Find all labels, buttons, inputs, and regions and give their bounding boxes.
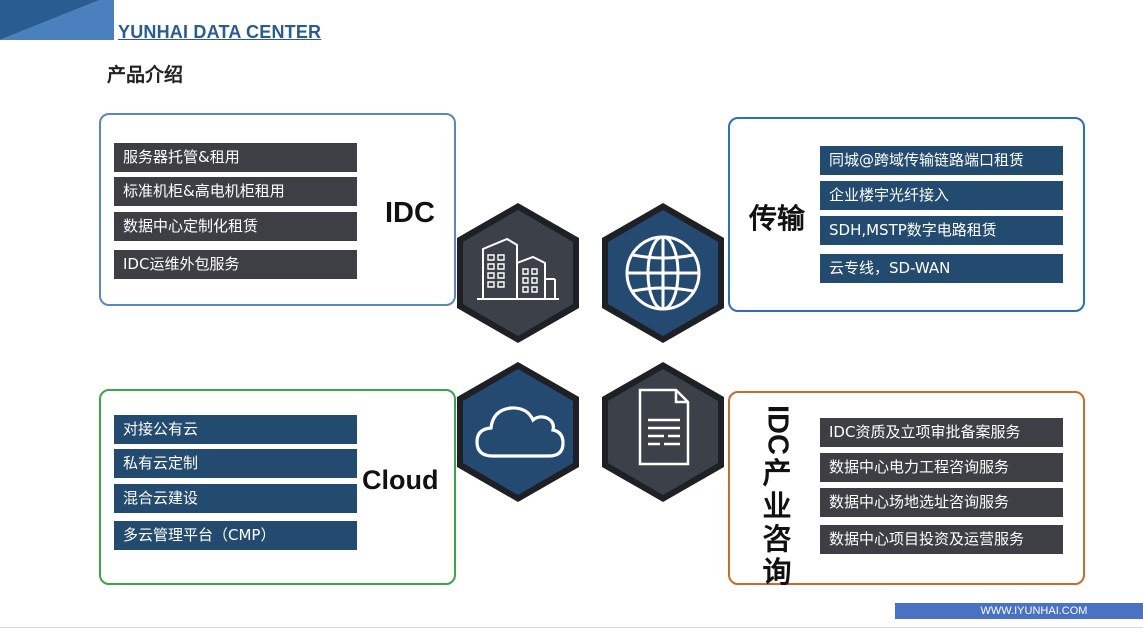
idc-item: 服务器托管&租用: [114, 143, 357, 172]
cloud-item: 对接公有云: [114, 415, 357, 444]
consulting-label-char: 产: [762, 455, 792, 490]
cloud-item: 多云管理平台（CMP）: [114, 521, 357, 550]
transport-item: 云专线，SD-WAN: [820, 254, 1063, 283]
consulting-label-char: 询: [762, 554, 792, 589]
consulting-item: IDC资质及立项审批备案服务: [820, 418, 1063, 447]
transport-item: 企业楼宇光纤接入: [820, 181, 1063, 210]
transport-label: 传输: [749, 203, 806, 234]
consulting-label-char: 业: [762, 488, 792, 523]
corner-decoration: [0, 0, 114, 40]
brand-title: YUNHAI DATA CENTER: [118, 22, 322, 42]
consulting-label-char: 咨: [762, 521, 792, 556]
consulting-item: 数据中心电力工程咨询服务: [820, 453, 1063, 482]
footer-divider: [0, 627, 1143, 628]
consulting-item: 数据中心项目投资及运营服务: [820, 525, 1063, 554]
document-icon: [638, 388, 690, 466]
cloud-label: Cloud: [362, 465, 439, 495]
idc-item: IDC运维外包服务: [114, 250, 357, 279]
idc-item: 数据中心定制化租赁: [114, 212, 357, 241]
hex-consulting: [602, 362, 724, 502]
page-title: 产品介绍: [107, 64, 184, 86]
cloud-item: 混合云建设: [114, 484, 357, 513]
hex-cloud: [457, 362, 579, 502]
transport-item: 同城@跨域传输链路端口租赁: [820, 146, 1063, 175]
cloud-icon: [475, 406, 565, 458]
globe-icon: [625, 235, 701, 311]
hex-transport: [602, 203, 724, 343]
consulting-label-latin: IDC: [761, 405, 794, 455]
consulting-label: IDC 产 业 咨 询: [757, 405, 797, 591]
buildings-icon: [477, 237, 559, 300]
cloud-item: 私有云定制: [114, 449, 357, 478]
idc-label: IDC: [385, 197, 435, 229]
website-link[interactable]: WWW.IYUNHAI.COM: [895, 603, 1143, 619]
idc-item: 标准机柜&高电机柜租用: [114, 177, 357, 206]
hex-idc: [457, 203, 579, 343]
transport-item: SDH,MSTP数字电路租赁: [820, 216, 1063, 245]
consulting-item: 数据中心场地选址咨询服务: [820, 488, 1063, 517]
